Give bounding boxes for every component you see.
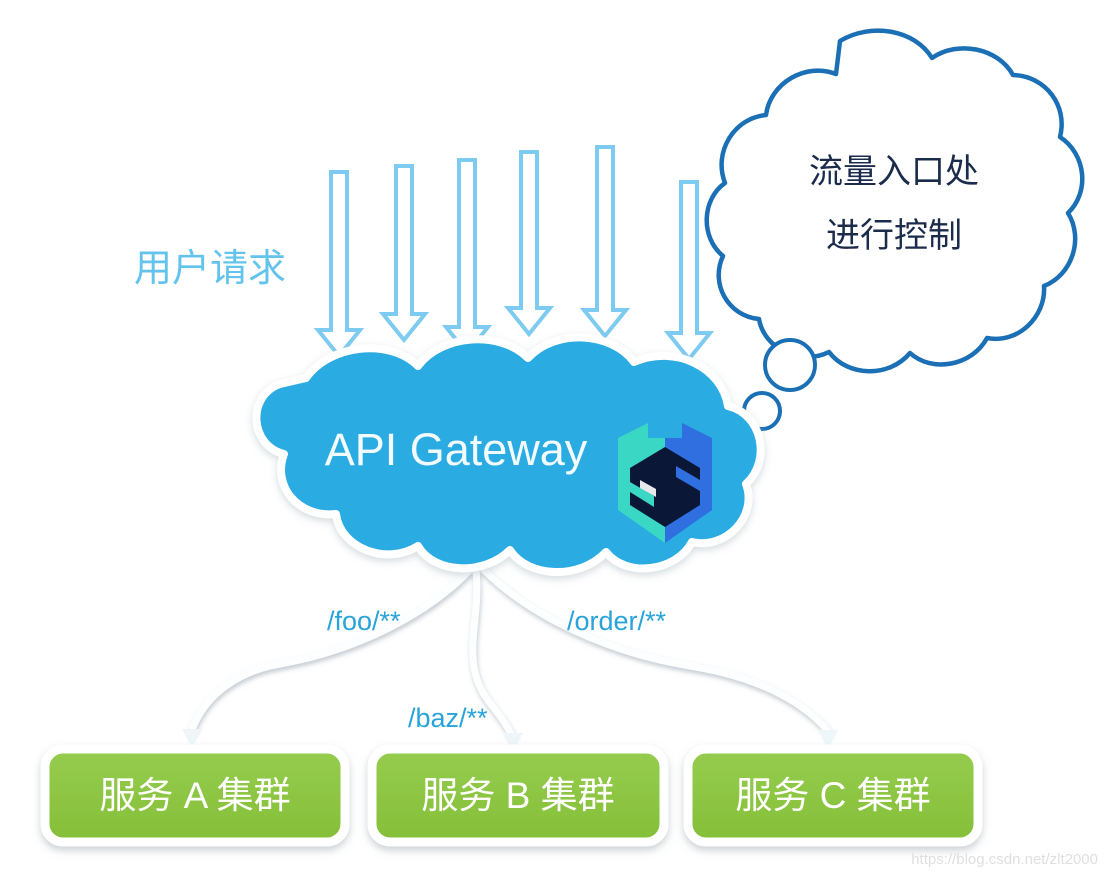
connector-arrowhead-a <box>182 729 202 748</box>
connector-to-service-b <box>469 566 516 740</box>
watermark-label: https://blog.csdn.net/zlt2000 <box>911 851 1098 868</box>
route-labels: /foo/** /baz/** /order/** <box>327 606 667 733</box>
service-box-c-shape <box>683 744 983 847</box>
user-request-label: 用户请求 <box>134 248 286 290</box>
api-gateway-cloud[interactable]: API Gateway <box>252 333 765 576</box>
connector-to-service-c <box>480 566 832 735</box>
request-arrow-4 <box>503 150 555 338</box>
thought-bubble-outline <box>704 28 1085 374</box>
service-box-c[interactable]: 服务 C 集群 <box>683 744 983 847</box>
service-box-a-label: 服务 A 集群 <box>99 775 290 816</box>
service-boxes: 服务 A 集群 服务 B 集群 服务 C 集群 <box>40 744 983 847</box>
service-box-a[interactable]: 服务 A 集群 <box>40 744 350 847</box>
logo-inner-highlight <box>640 480 656 497</box>
request-arrow-5 <box>579 145 631 340</box>
request-arrow-3 <box>441 158 493 357</box>
sentinel-shield-logo <box>618 423 712 543</box>
user-request-arrows <box>313 145 715 363</box>
request-arrow-6 <box>663 180 715 363</box>
route-label-foo: /foo/** <box>327 606 401 636</box>
route-label-baz: /baz/** <box>408 703 488 733</box>
connector-arrowhead-c <box>818 730 838 749</box>
service-box-a-shape <box>40 744 350 847</box>
connector-to-service-a <box>188 566 474 734</box>
cloud-title: API Gateway <box>325 424 588 475</box>
route-connectors <box>188 566 832 740</box>
thought-bubble-line-1: 流量入口处 <box>809 153 979 191</box>
route-connector-arrowheads <box>182 729 838 752</box>
service-box-b[interactable]: 服务 B 集群 <box>367 744 669 847</box>
thought-bubble-line-2: 进行控制 <box>826 217 962 255</box>
connector-arrowhead-b <box>503 733 523 752</box>
request-arrow-1 <box>313 170 365 360</box>
logo-inner-mark <box>630 447 700 527</box>
thought-trail-circle-large <box>763 338 817 392</box>
thought-bubble: 流量入口处 进行控制 <box>704 28 1085 459</box>
route-label-order: /order/** <box>567 606 667 636</box>
service-box-b-shape <box>367 744 669 847</box>
request-arrow-2 <box>378 164 430 344</box>
service-box-b-label: 服务 B 集群 <box>421 775 614 816</box>
service-box-c-label: 服务 C 集群 <box>735 775 930 816</box>
